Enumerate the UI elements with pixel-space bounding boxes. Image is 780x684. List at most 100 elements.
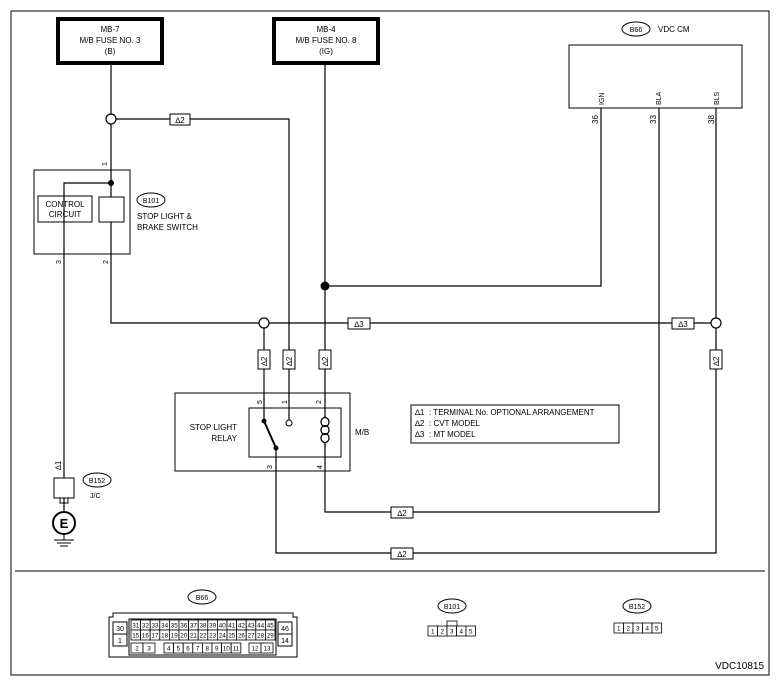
joint-note-mark: ∆1 <box>54 460 63 470</box>
b66-pin-40: 40 <box>219 623 227 630</box>
model-tags: ∆2 ∆3 ∆3 ∆2 ∆2 ∆2 ∆2 ∆2 ∆2 <box>169 113 723 560</box>
b66-pin-27: 27 <box>247 633 255 640</box>
b66-pin-29-cell <box>264 629 276 641</box>
b66-pin-26: 26 <box>238 633 246 640</box>
b66-pin-43: 43 <box>247 623 255 630</box>
tag-mt-left-label: ∆3 <box>354 320 364 329</box>
b66-pin-10: 10 <box>223 646 231 653</box>
relay-coil-icon <box>320 416 330 447</box>
b66-pin-18: 18 <box>161 633 169 640</box>
b66-pin-6: 6 <box>186 646 190 653</box>
diagram-frame <box>10 10 770 676</box>
relay-inner-box <box>248 407 342 458</box>
tag-cvt-pin5 <box>257 349 271 370</box>
b66-cell-14 <box>277 633 293 647</box>
b66-pin-23: 23 <box>209 633 217 640</box>
relay-contact-arm <box>263 420 277 449</box>
joint-connector: ∆1 B152 J/C E <box>52 460 112 547</box>
joint-connector-body <box>53 477 75 499</box>
note-1-mark: ∆1 <box>415 408 425 417</box>
vdc-control-module: B66 VDC CM IGN BLA BLS 36 33 38 <box>568 21 743 124</box>
b66-pin-42: 42 <box>238 623 246 630</box>
junction-open-right <box>710 317 722 329</box>
relay-pin-1: 1 <box>282 400 289 404</box>
notes-box <box>410 404 620 444</box>
wire-mb7-to-relay-pin1 <box>116 118 290 350</box>
b66-pin-46: 46 <box>281 626 289 633</box>
b152-pin-5-cell <box>651 622 662 634</box>
b66-badge <box>187 589 217 605</box>
b66-pin-21: 21 <box>190 633 198 640</box>
wires <box>63 63 717 554</box>
fuse-mb7-supply: (B) <box>105 47 116 56</box>
control-circuit-box <box>37 195 93 223</box>
b152-pin-1: 1 <box>617 626 621 633</box>
ground-label: E <box>60 516 69 531</box>
tag-cvt-pin1 <box>282 349 296 370</box>
note-2-mark: ∆2 <box>415 419 425 428</box>
b66-pin-4: 4 <box>167 646 171 653</box>
fuse-mb7-code: MB-7 <box>100 25 120 34</box>
joint-connector-tab <box>59 497 69 504</box>
b66-pin-39: 39 <box>209 623 217 630</box>
b66-pin-30: 30 <box>116 626 124 633</box>
switch-name-1: STOP LIGHT & <box>137 212 192 221</box>
b66-pin-32: 32 <box>142 623 150 630</box>
relay-name-2: RELAY <box>211 434 237 443</box>
b66-pin-45: 45 <box>267 623 275 630</box>
b152-pin-4: 4 <box>645 626 649 633</box>
fuse-mb7-name: M/B FUSE NO. 3 <box>80 36 141 45</box>
fuse-mb4: MB-4 M/B FUSE NO. 8 (IG) <box>272 17 380 65</box>
b66-pin-33: 33 <box>151 623 159 630</box>
relay-contact-base <box>273 445 279 451</box>
switch-connector-badge <box>136 192 166 208</box>
vdc-title: VDC CM <box>658 25 690 34</box>
b66-inner <box>128 618 277 656</box>
junction-open-mb7 <box>105 113 117 125</box>
b66-pin-22: 22 <box>199 633 207 640</box>
b101-pin-5: 5 <box>469 629 473 636</box>
switch-contact-box <box>98 196 125 223</box>
relay-pin-2: 2 <box>316 400 323 404</box>
control-circuit-label-1: CONTROL <box>45 200 85 209</box>
b66-pin-44: 44 <box>257 623 265 630</box>
stop-light-relay: STOP LIGHT RELAY M/B 5 1 2 3 4 <box>174 392 369 472</box>
b66-pin-38: 38 <box>199 623 207 630</box>
wire-switch-pin2 <box>110 226 259 324</box>
control-circuit-label-2: CIRCUIT <box>49 210 82 219</box>
notes-legend: ∆1 : TERMINAL No. OPTIONAL ARRANGEMENT ∆… <box>410 404 620 444</box>
vdc-connector-code: B66 <box>630 27 643 34</box>
b66-pin-7: 7 <box>196 646 200 653</box>
b66-pin-3-cell <box>142 642 156 654</box>
tag-cvt-pin5-label: ∆2 <box>260 356 269 366</box>
junction-open-left <box>258 317 270 329</box>
b66-pin-13-cell <box>260 642 274 654</box>
b66-pin-15: 15 <box>132 633 140 640</box>
switch-connector-code: B101 <box>143 198 159 205</box>
b66-pin-2: 2 <box>135 646 139 653</box>
vdc-connector-badge <box>621 21 651 37</box>
relay-outer-box <box>174 392 351 472</box>
b66-label: B66 <box>196 595 209 602</box>
b152-badge <box>622 598 652 614</box>
joint-connector-name: J/C <box>90 493 101 500</box>
b66-pin-29: 29 <box>267 633 275 640</box>
tag-mt-left <box>347 317 371 330</box>
b66-pin-16: 16 <box>142 633 150 640</box>
fuse-mb7: MB-7 M/B FUSE NO. 3 (B) <box>56 17 164 65</box>
tag-cvt-bla <box>390 506 414 519</box>
relay-pin-3: 3 <box>267 465 274 469</box>
tag-cvt-pin2-label: ∆2 <box>321 356 330 366</box>
b66-cell-1 <box>112 633 128 647</box>
b152-label: B152 <box>629 604 645 611</box>
vdc-pin-signal-ign: IGN <box>599 93 606 105</box>
vdc-pin-number-33: 33 <box>649 115 658 124</box>
tag-cvt-bls-label: ∆2 <box>397 550 407 559</box>
fuse-mb4-code: MB-4 <box>316 25 336 34</box>
b66-pin-31: 31 <box>132 623 140 630</box>
b66-pin-35: 35 <box>171 623 179 630</box>
diagram-code: VDC10815 <box>715 661 764 672</box>
b101-pin-4: 4 <box>459 629 463 636</box>
